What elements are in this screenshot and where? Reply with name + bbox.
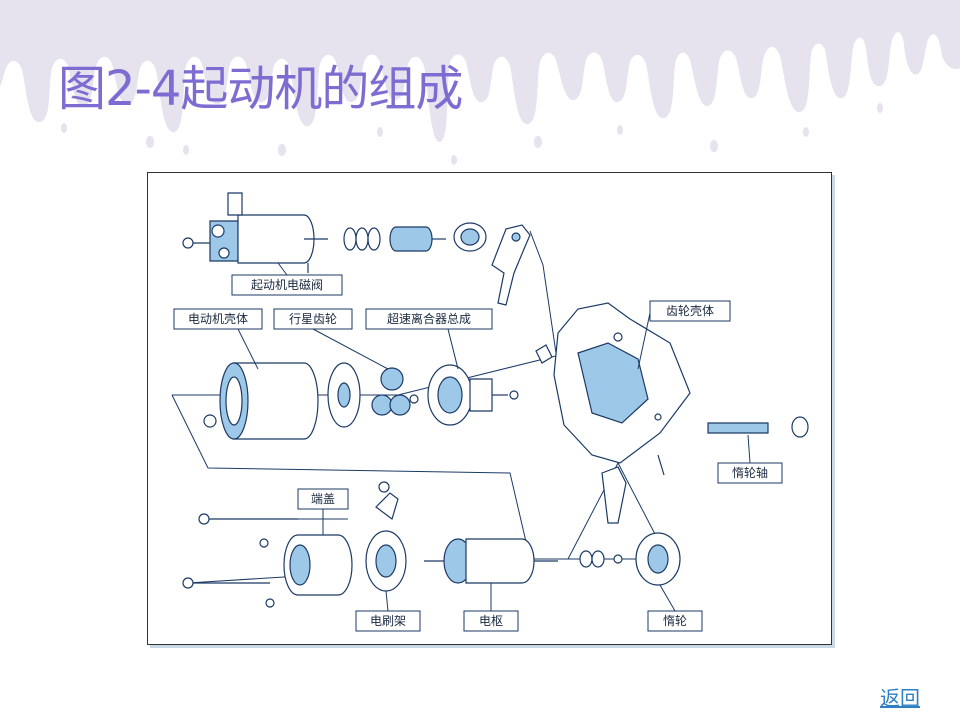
label-idler-gear: 惰轮 [647,610,703,632]
label-armature: 电枢 [463,610,519,632]
return-link[interactable]: 返回 [880,686,920,710]
label-solenoid-text: 起动机电磁阀 [251,277,323,292]
end-cap-part [182,513,353,608]
fork-lever [491,224,531,306]
idler-gear-part [579,466,681,586]
label-armature-text: 电枢 [479,613,503,628]
diagram-frame: 起动机电磁阀 电动机壳体 行星齿轮 超速离合器总成 齿轮壳体 惰轮轴 端盖 电 [147,172,832,645]
label-planetary-gear: 行星齿轮 [273,308,353,330]
label-solenoid: 起动机电磁阀 [231,274,343,296]
overrunning-clutch-part [427,364,519,426]
armature-part [424,538,558,584]
brush-holder-part [365,481,407,592]
slide-title: 图2-4起动机的组成 [58,61,463,117]
label-end-cap-text: 端盖 [311,492,335,506]
label-idler-shaft: 惰轮轴 [717,462,783,484]
label-brush-holder-text: 电刷架 [370,614,406,628]
leader-lines [237,262,751,612]
label-brush-holder: 电刷架 [355,610,421,632]
label-end-cap: 端盖 [297,488,349,510]
label-gear-housing: 齿轮壳体 [649,300,731,322]
label-gear-housing-text: 齿轮壳体 [666,304,714,318]
label-planetary-gear-text: 行星齿轮 [289,312,337,326]
gear-housing-part [535,302,691,476]
label-overrunning-clutch-text: 超速离合器总成 [387,311,471,326]
motor-housing-part [203,362,319,440]
label-overrunning-clutch: 超速离合器总成 [365,308,493,330]
label-idler-shaft-text: 惰轮轴 [732,465,768,480]
idler-shaft-part [707,416,809,438]
planetary-gear-part [327,362,419,428]
label-motor-housing-text: 电动机壳体 [188,312,248,326]
solenoid-parts [182,192,487,273]
label-idler-gear-text: 惰轮 [663,614,687,628]
label-motor-housing: 电动机壳体 [173,308,263,330]
starter-exploded-diagram: 起动机电磁阀 电动机壳体 行星齿轮 超速离合器总成 齿轮壳体 惰轮轴 端盖 电 [171,192,809,632]
